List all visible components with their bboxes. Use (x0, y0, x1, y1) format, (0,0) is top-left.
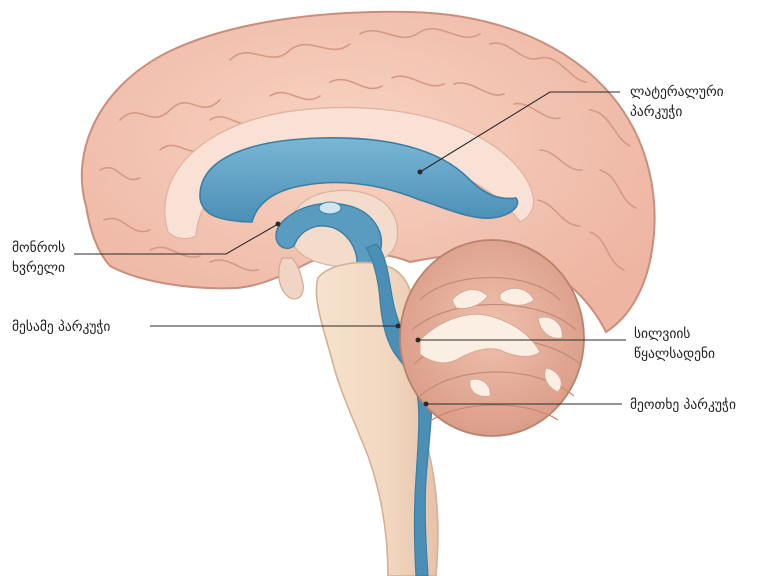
third-ventricle-shape (275, 202, 382, 272)
pituitary-stalk (278, 257, 304, 300)
interthalamic-adhesion (318, 201, 342, 215)
label-lateral-ventricle-line2: პარკუჭი (630, 103, 682, 120)
arbor-vitae (419, 287, 563, 397)
leader-lines (74, 91, 626, 407)
label-third-ventricle: მესამე პარკუჭი (12, 318, 110, 335)
label-aqueduct-line2: წყალსადენი (634, 346, 715, 362)
label-foramen-monro-line1: მონროს (12, 239, 65, 256)
label-aqueduct-line1: სილვიის (634, 326, 690, 342)
label-fourth-ventricle: მეოთხე პარკუჭი (630, 396, 736, 413)
label-foramen-monro-line2: ხვრელი (12, 259, 65, 276)
lateral-ventricle-shape (199, 137, 519, 223)
label-lateral-ventricle-line1: ლატერალური (630, 83, 724, 100)
